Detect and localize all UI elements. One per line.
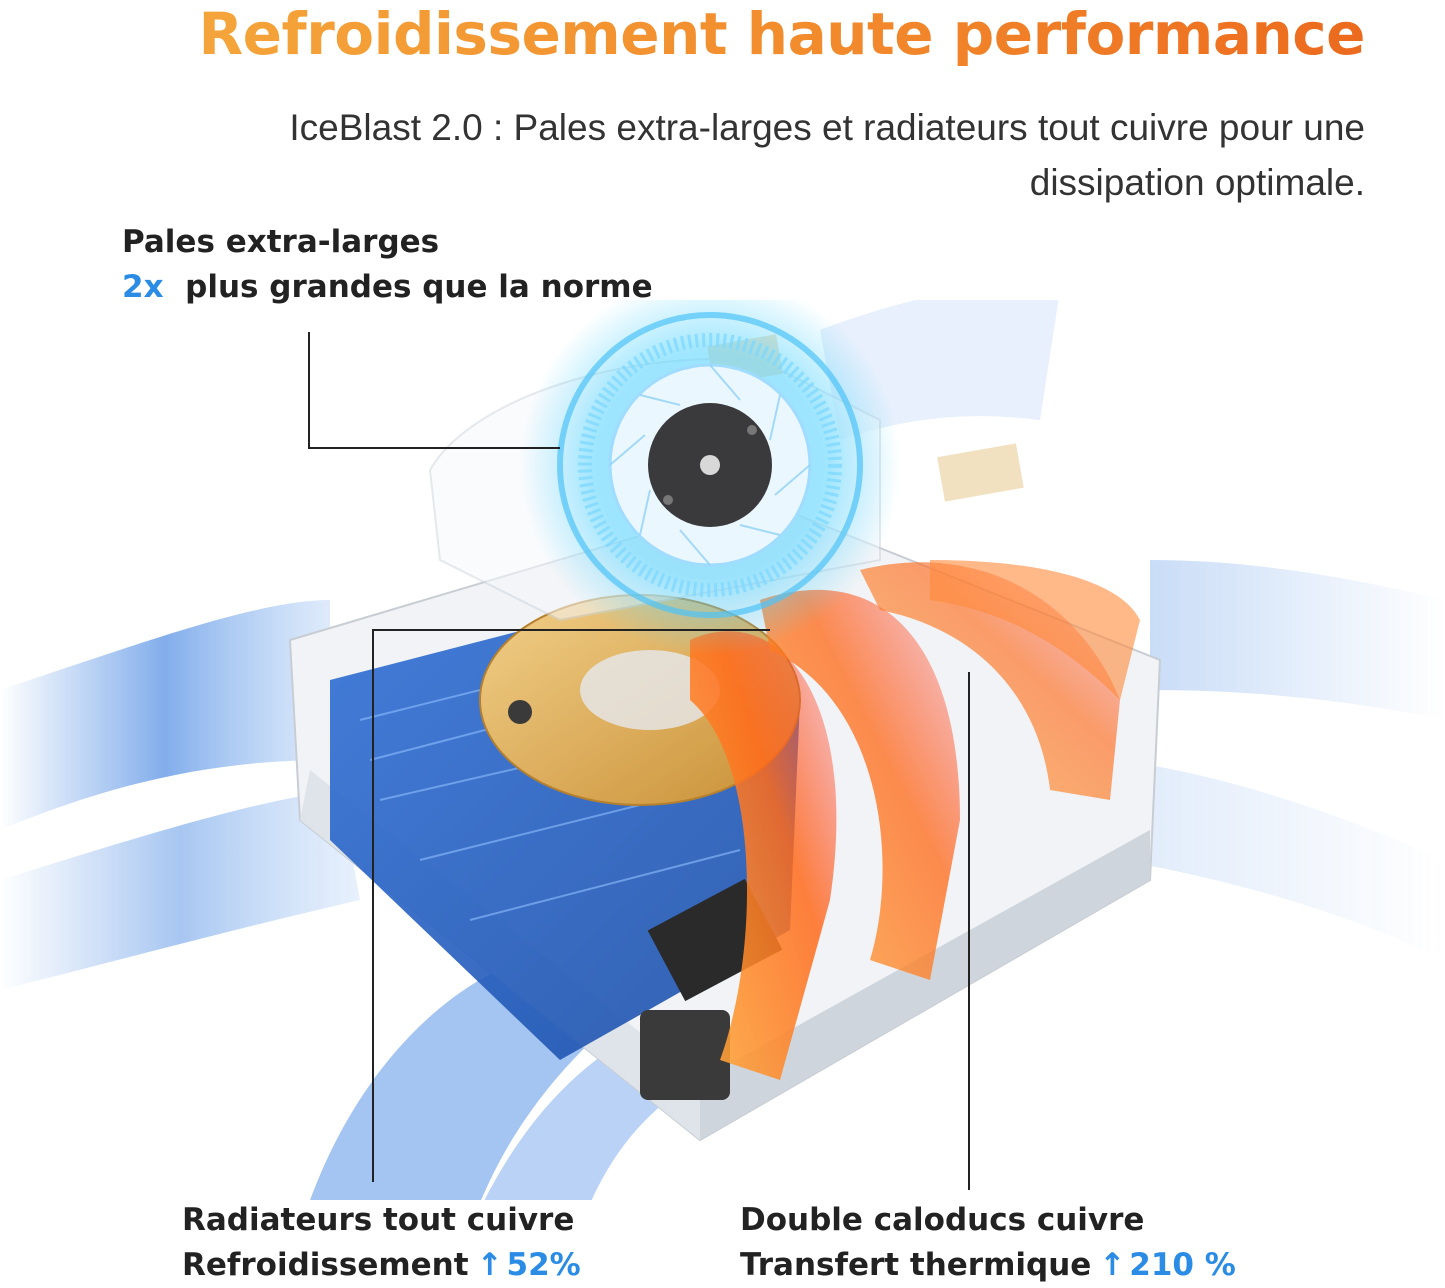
callout-fan-title: Pales extra-larges [122, 224, 440, 260]
callout-heatpipe-title: Double caloducs cuivre [740, 1202, 1145, 1238]
callout-fan-blades: Pales extra-larges 2x plus grandes que l… [122, 220, 653, 310]
callout-heatpipes: Double caloducs cuivre Transfert thermiq… [740, 1198, 1236, 1288]
callout-heatpipe-metric: Transfert thermique↑210 % [740, 1243, 1236, 1288]
arrow-up-icon: ↑ [1099, 1247, 1126, 1283]
callout-radiator-metric: Refroidissement↑52% [182, 1243, 581, 1288]
callout-radiator-metric-value: 52% [506, 1247, 581, 1283]
blower-fan [520, 300, 900, 655]
callout-fan-detail-text: plus grandes que la norme [185, 269, 653, 305]
callout-fan-multiplier: 2x [122, 269, 164, 305]
callout-fan-detail: 2x plus grandes que la norme [122, 265, 653, 310]
callout-copper-radiator: Radiateurs tout cuivre Refroidissement↑5… [182, 1198, 581, 1288]
callout-radiator-metric-label: Refroidissement [182, 1247, 469, 1283]
callout-radiator-title: Radiateurs tout cuivre [182, 1202, 575, 1238]
heatpipe-hot-airflow [690, 560, 1140, 1080]
page-subtitle: IceBlast 2.0 : Pales extra-larges et rad… [289, 107, 1365, 203]
leader-lines [308, 332, 970, 1190]
callout-heatpipe-metric-value: 210 % [1129, 1247, 1236, 1283]
page-title: Refroidissement haute performance [198, 0, 1365, 68]
callout-heatpipe-metric-label: Transfert thermique [740, 1247, 1092, 1283]
arrow-up-icon: ↑ [476, 1247, 503, 1283]
cooling-illustration [0, 300, 1445, 1200]
